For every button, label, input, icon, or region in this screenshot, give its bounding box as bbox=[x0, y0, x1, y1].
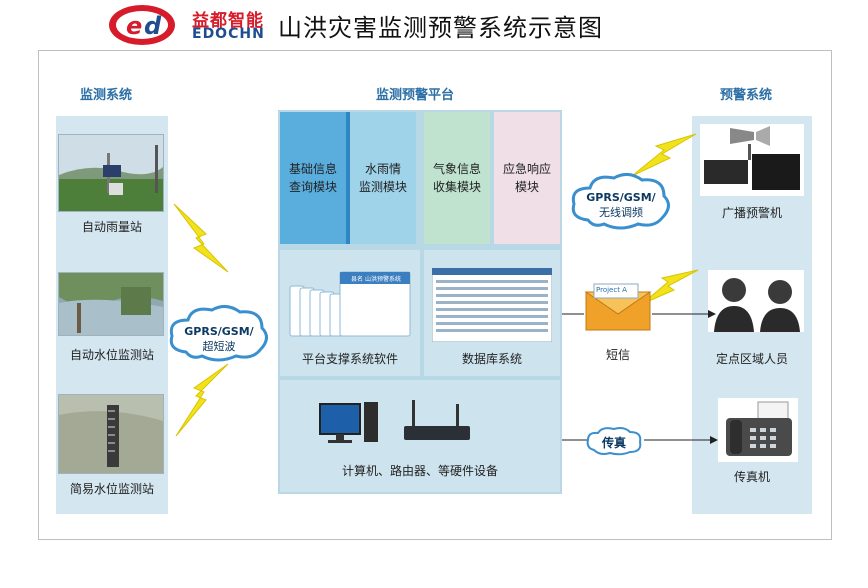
receiver-label-personnel: 定点区域人员 bbox=[715, 352, 788, 366]
fax-machine-graphic bbox=[718, 398, 798, 462]
simple-gauge-station-photo bbox=[58, 394, 164, 474]
comm-cloud-left-text: GPRS/GSM/ 超短波 bbox=[166, 324, 272, 354]
sms-envelope-tag: Project A bbox=[596, 286, 627, 294]
comm-cloud-right-line2: 无线调频 bbox=[599, 206, 643, 219]
module-hydro-line2: 监测模块 bbox=[358, 180, 407, 194]
comm-cloud-right bbox=[571, 173, 670, 230]
station-label-rain: 自动雨量站 bbox=[81, 220, 142, 234]
water-level-station-photo bbox=[58, 272, 164, 336]
brand-name-en: EDOCHN bbox=[192, 26, 265, 42]
module-emergency: 应急响应模块 bbox=[494, 112, 560, 244]
section-title-monitoring: 监测系统 bbox=[80, 88, 133, 103]
comm-cloud-left bbox=[169, 305, 268, 362]
channel-label-fax: 传真 bbox=[601, 436, 626, 450]
module-weather-line2: 收集模块 bbox=[432, 180, 481, 194]
receiver-label-broadcast: 广播预警机 bbox=[721, 206, 782, 220]
field-personnel-graphic bbox=[708, 270, 804, 332]
module-weather-line1: 气象信息 bbox=[432, 162, 481, 176]
connector-lines bbox=[562, 310, 718, 444]
lightning-bolts-left bbox=[173, 203, 229, 437]
comm-cloud-left-line1: GPRS/GSM/ bbox=[184, 325, 254, 338]
module-basic-info-line2: 查询模块 bbox=[288, 180, 337, 194]
module-hydro-line1: 水雨情 bbox=[364, 162, 401, 176]
svg-text:d: d bbox=[144, 12, 162, 40]
software-label: 平台支撑系统软件 bbox=[301, 352, 398, 366]
database-screen-graphic bbox=[432, 268, 552, 342]
module-emergency-line2: 模块 bbox=[514, 180, 539, 194]
edochn-logo: e d bbox=[109, 5, 175, 45]
broadcast-machine-graphic bbox=[700, 124, 804, 196]
section-title-platform: 监测预警平台 bbox=[376, 88, 455, 103]
page-title: 山洪灾害监测预警系统示意图 bbox=[278, 14, 603, 42]
station-label-water-level: 自动水位监测站 bbox=[69, 348, 154, 362]
software-screens-graphic bbox=[289, 271, 411, 337]
fax-channel-cloud bbox=[586, 427, 642, 456]
receiver-label-fax: 传真机 bbox=[733, 470, 770, 484]
software-screen-title: 县名 山洪预警系统 bbox=[351, 276, 401, 283]
comm-cloud-left-line2: 超短波 bbox=[202, 340, 236, 353]
rain-gauge-station-photo bbox=[58, 134, 164, 212]
section-title-warning: 预警系统 bbox=[720, 88, 773, 103]
module-basic-info: 基础信息查询模块 bbox=[280, 112, 346, 244]
module-emergency-line1: 应急响应 bbox=[502, 162, 551, 176]
comm-cloud-right-text: GPRS/GSM/ 无线调频 bbox=[568, 190, 674, 220]
computer-router-graphic bbox=[319, 400, 470, 443]
hardware-label: 计算机、路由器、等硬件设备 bbox=[341, 464, 498, 478]
svg-text:e: e bbox=[126, 12, 142, 40]
channel-label-sms: 短信 bbox=[605, 348, 630, 362]
database-label: 数据库系统 bbox=[461, 352, 522, 366]
comm-cloud-right-line1: GPRS/GSM/ bbox=[586, 191, 656, 204]
station-label-simple-gauge: 简易水位监测站 bbox=[69, 482, 154, 496]
sms-envelope-icon bbox=[584, 283, 652, 331]
module-hydro-monitoring: 水雨情监测模块 bbox=[350, 112, 416, 244]
module-basic-info-line1: 基础信息 bbox=[288, 162, 337, 176]
brand-name-cn: 益都智能 bbox=[192, 11, 264, 31]
module-divider bbox=[346, 112, 350, 244]
module-weather-info: 气象信息收集模块 bbox=[424, 112, 490, 244]
